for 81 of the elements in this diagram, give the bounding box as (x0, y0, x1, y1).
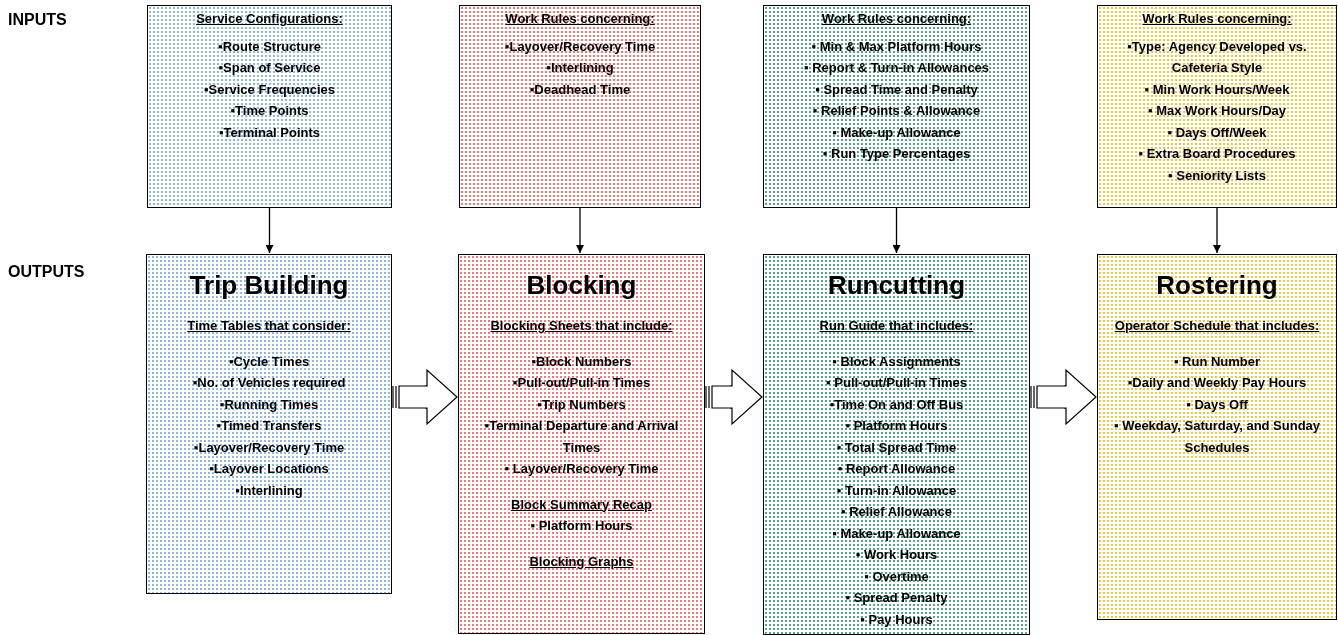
list-item: ▪ Pay Hours (860, 610, 933, 629)
stage-box (1097, 254, 1337, 620)
list-item: ▪ Pull-out/Pull-in Times (826, 374, 967, 392)
list-item: ▪ Total Spread Time (836, 438, 957, 457)
list-item: ▪Type: Agency Developed vs. Cafeteria Style (1126, 37, 1308, 77)
list-item: ▪Timed Transfers (216, 417, 322, 435)
list-item: ▪ Report & Turn-in Allowances (803, 59, 990, 77)
section-heading: Work Rules concerning: (821, 10, 972, 28)
stage-title: Blocking (526, 269, 637, 301)
section-heading: Blocking Sheets that include: (490, 317, 673, 335)
list-item: ▪Deadhead Time (529, 80, 631, 99)
input-box (763, 5, 1030, 208)
list-item: ▪Layover/Recovery Time (504, 37, 656, 56)
stage-box (146, 254, 392, 594)
arrow (1213, 207, 1221, 254)
list-item: ▪ Relief Points & Allowance (812, 102, 981, 120)
row-label: INPUTS (8, 10, 67, 30)
list-item: ▪Interlining (546, 59, 614, 77)
section-heading: Block Summary Recap (511, 495, 652, 514)
stage-box (458, 254, 705, 634)
list-item: ▪Running Times (219, 395, 319, 414)
section-heading: Operator Schedule that includes: (1114, 317, 1320, 335)
list-item: ▪ Spread Penalty (845, 589, 948, 607)
list-item: ▪ Max Work Hours/Day (1148, 102, 1286, 120)
list-item: ▪Interlining (235, 481, 303, 500)
list-item: ▪Time On and Off Bus (829, 395, 964, 414)
section-heading: Blocking Graphs (529, 552, 634, 571)
section-heading: Work Rules concerning: (1142, 10, 1292, 28)
section-heading: Time Tables that consider: (187, 317, 351, 335)
list-item: ▪ Relief Allowance (840, 503, 952, 521)
list-item: ▪Terminal Departure and Arrival Times (483, 417, 680, 457)
list-item: ▪ Make-up Allowance (832, 524, 961, 543)
arrow (265, 207, 274, 254)
list-item: ▪ Layover/Recovery Time (504, 460, 659, 478)
list-item: ▪ Platform Hours (845, 417, 948, 435)
input-box (147, 5, 392, 208)
list-item: ▪ Turn-in Allowance (836, 481, 957, 500)
list-item: ▪ Weekday, Saturday, and Sunday Schedules (1112, 417, 1322, 457)
list-item: ▪Block Numbers (531, 352, 632, 371)
list-item: ▪ Report Allowance (837, 460, 956, 478)
list-item: ▪ Seniority Lists (1168, 166, 1266, 185)
section-heading: Run Guide that includes: (819, 317, 974, 335)
list-item: ▪Service Frequencies (203, 80, 336, 99)
arrow (576, 207, 584, 254)
block-arrow (705, 369, 763, 425)
section-heading: Work Rules concerning: (505, 10, 655, 28)
list-item: ▪Cycle Times (228, 352, 310, 371)
input-box (1097, 5, 1337, 208)
input-box (459, 5, 701, 208)
list-item: ▪Terminal Points (218, 123, 321, 142)
stage-box (763, 254, 1030, 635)
row-label: OUTPUTS (8, 262, 85, 282)
list-item: ▪Layover Locations (209, 460, 329, 478)
list-item: ▪ Days Off (1186, 395, 1248, 414)
list-item: ▪No. of Vehicles required (192, 374, 346, 392)
list-item: ▪ Work Hours (855, 546, 938, 564)
list-item: ▪Span of Service (218, 59, 321, 77)
stage-title: Trip Building (189, 269, 349, 301)
stage-title: Rostering (1156, 269, 1278, 301)
stage-title: Runcutting (827, 269, 966, 301)
list-item: ▪ Min & Max Platform Hours (811, 37, 982, 56)
list-item: ▪Time Points (230, 102, 309, 120)
list-item: ▪Daily and Weekly Pay Hours (1127, 374, 1307, 392)
list-item: ▪Trip Numbers (537, 395, 626, 414)
list-item: ▪ Run Number (1173, 352, 1261, 371)
list-item: ▪ Overtime (864, 567, 929, 586)
arrow (892, 207, 901, 254)
list-item: ▪ Extra Board Procedures (1138, 145, 1296, 163)
list-item: ▪ Run Type Percentages (822, 145, 971, 163)
list-item: ▪Layover/Recovery Time (193, 438, 345, 457)
list-item: ▪ Min Work Hours/Week (1144, 80, 1290, 99)
list-item: ▪ Make-up Allowance (832, 123, 961, 142)
list-item: ▪ Block Assignments (832, 352, 961, 371)
block-arrow (392, 369, 458, 425)
list-item: ▪ Days Off/Week (1167, 123, 1267, 142)
list-item: ▪Route Structure (218, 37, 321, 56)
block-arrow (1030, 369, 1097, 425)
list-item: ▪ Spread Time and Penalty (815, 80, 978, 99)
section-heading: Service Configurations: (196, 10, 343, 28)
list-item: ▪ Platform Hours (530, 517, 633, 535)
list-item: ▪Pull-out/Pull-in Times (512, 374, 651, 392)
